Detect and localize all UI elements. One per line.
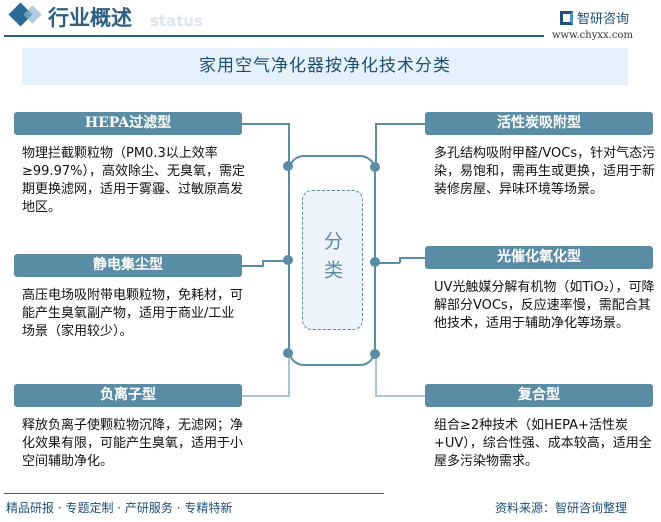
center-label: 分类 [302, 190, 363, 330]
connector [375, 395, 425, 397]
footer-tagline: 精品研报 · 专题定制 · 产研服务 · 专精特新 [6, 501, 233, 515]
connector [288, 123, 290, 163]
source-note: 资料来源：智研咨询整理 [495, 501, 628, 515]
connector [375, 123, 425, 125]
brand-url: www.chyxx.com [552, 30, 633, 41]
footer-divider [4, 493, 384, 494]
category-desc-composite: 组合≥2种技术（如HEPA+活性炭+UV），综合性强、成本较高，适用全屋多污染物… [434, 418, 652, 469]
brand-name: 智研咨询 [577, 12, 630, 27]
category-desc-carbon: 多孔结构吸附甲醛/VOCs，针对气态污染，易饱和，需再生或更换，适用于新装修房屋… [434, 146, 656, 197]
connector [375, 123, 377, 165]
node-dot [370, 349, 380, 359]
header-divider [4, 35, 544, 37]
category-label-anion: 负离子型 [14, 384, 242, 407]
section-title: 行业概述 [48, 6, 132, 30]
connector [262, 260, 264, 266]
connector [242, 123, 290, 125]
node-dot [283, 348, 293, 358]
category-desc-hepa: 物理拦截颗粒物（PM0.3以上效率≥99.97%），高效除尘、无臭氧，需定期更换… [22, 146, 245, 215]
node-dot [283, 161, 293, 171]
category-label-carbon: 活性炭吸附型 [425, 112, 653, 135]
brand-logo-icon [560, 10, 573, 25]
connector [288, 356, 290, 396]
category-label-photocatalytic: 光催化氧化型 [425, 246, 653, 269]
connector [242, 265, 264, 267]
connector [262, 260, 288, 262]
category-label-composite: 复合型 [425, 384, 653, 407]
connector [242, 395, 290, 397]
node-dot [370, 162, 380, 172]
connector [375, 262, 400, 264]
connector [375, 356, 377, 396]
node-dot [370, 257, 380, 267]
connector [399, 257, 401, 263]
category-label-electrostatic: 静电集尘型 [14, 254, 242, 277]
category-desc-electrostatic: 高压电场吸附带电颗粒物，免耗材，可能产生臭氧副产物，适用于商业/工业场景（家用较… [22, 288, 244, 339]
category-desc-anion: 释放负离子使颗粒物沉降，无滤网；净化效果有限，可能产生臭氧，适用于小空间辅助净化… [22, 418, 244, 469]
node-dot [283, 255, 293, 265]
connector [399, 257, 425, 259]
diagram-title: 家用空气净化器按净化技术分类 [22, 48, 628, 85]
brand-logo: 智研咨询 [560, 8, 629, 27]
category-label-hepa: HEPA过滤型 [14, 112, 242, 135]
header-watermark: status [150, 12, 203, 30]
category-desc-photocatalytic: UV光触媒分解有机物（如TiO₂），可降解部分VOCs，反应速率慢，需配合其他技… [434, 280, 655, 331]
